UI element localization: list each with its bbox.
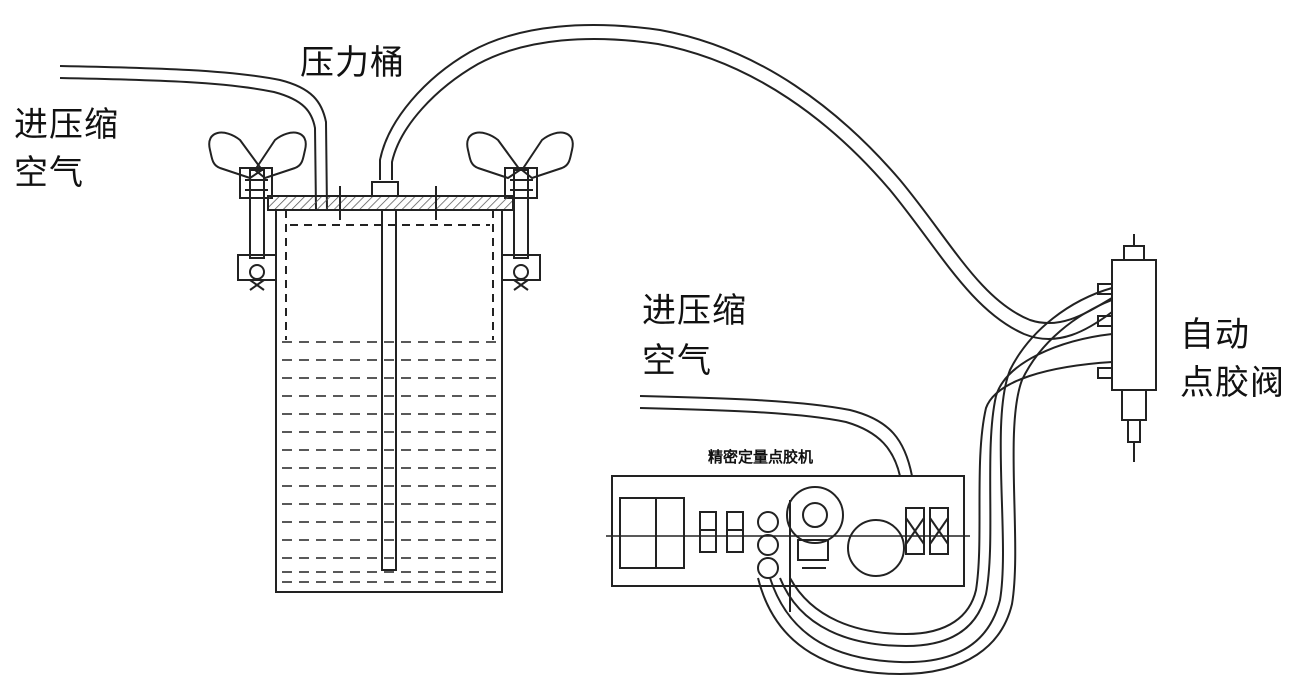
air-inlet-left-label-line2: 空气	[14, 153, 84, 193]
control-hoses	[757, 287, 1113, 676]
tank-liquid	[282, 341, 496, 583]
tank-lid	[267, 181, 514, 220]
controller-label: 精密定量点胶机	[708, 448, 813, 466]
controller-box	[606, 475, 970, 612]
right-clamp	[466, 131, 574, 291]
air-hose-right	[639, 395, 913, 477]
air-hose-left	[59, 65, 328, 211]
air-inlet-left-label-line1: 进压缩	[14, 105, 119, 145]
valve-label-line1: 自动	[1180, 315, 1250, 355]
glue-hose-to-valve	[379, 24, 1113, 340]
tank-body	[275, 209, 503, 593]
air-inlet-right-label-line1: 进压缩	[642, 291, 747, 331]
dispensing-valve	[1097, 234, 1157, 462]
pressure-tank-label: 压力桶	[300, 43, 405, 83]
valve-label-line2: 点胶阀	[1180, 363, 1285, 403]
air-inlet-right-label-line2: 空气	[642, 341, 712, 381]
left-clamp	[208, 131, 307, 291]
